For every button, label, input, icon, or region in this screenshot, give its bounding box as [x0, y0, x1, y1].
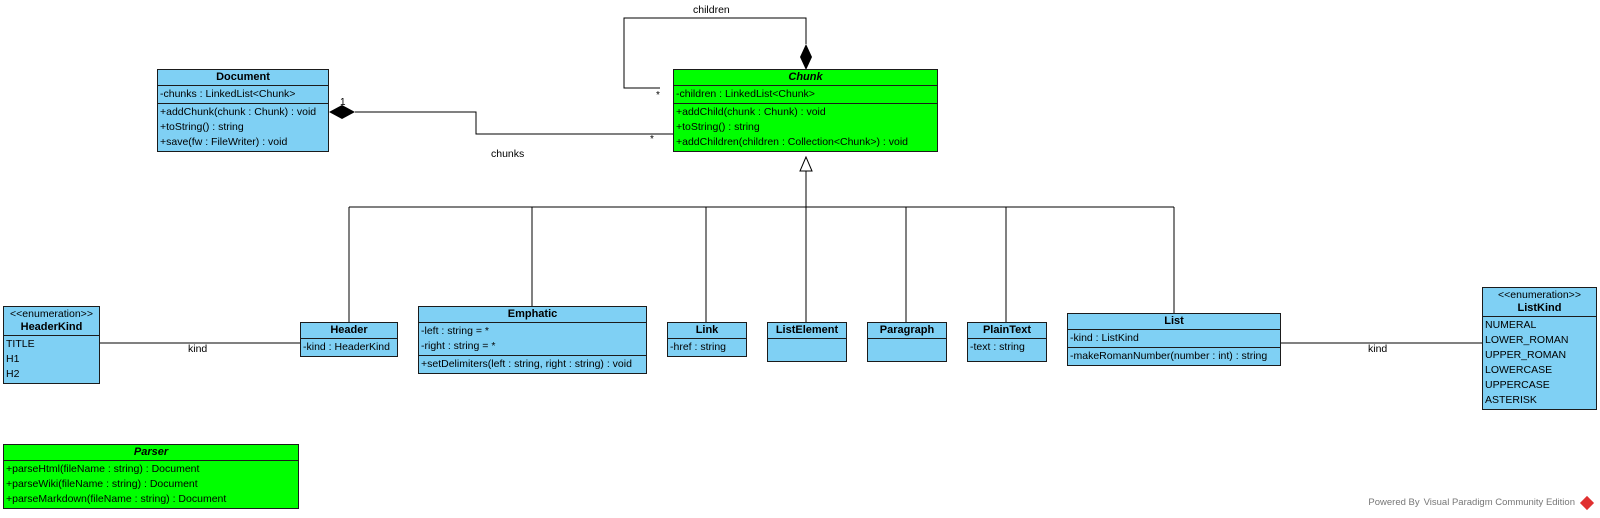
listkind-association-label: kind: [1368, 343, 1388, 355]
class-link[interactable]: Link -href : string: [667, 322, 747, 357]
chunks-composition-line: [355, 111, 673, 135]
class-emphatic-attributes: -left : string = * -right : string = *: [419, 322, 646, 355]
attribute: -children : LinkedList<Chunk>: [676, 88, 815, 100]
children-self-association: [623, 17, 807, 89]
class-listelement-attributes: [768, 338, 846, 355]
class-header-attributes: -kind : HeaderKind: [301, 338, 397, 356]
attribute: -chunks : LinkedList<Chunk>: [160, 88, 296, 100]
class-list-attributes: -kind : ListKind: [1068, 329, 1280, 347]
literal: ASTERISK: [1485, 394, 1537, 406]
literal: TITLE: [6, 338, 35, 350]
class-listelement-name: ListElement: [775, 324, 839, 336]
class-header[interactable]: Header -kind : HeaderKind: [300, 322, 398, 357]
class-link-attributes: -href : string: [668, 338, 746, 356]
class-parser-methods: +parseHtml(fileName : string) : Document…: [4, 460, 298, 508]
class-listelement[interactable]: ListElement: [767, 322, 847, 362]
class-paragraph-name: Paragraph: [879, 324, 935, 336]
class-plaintext-attributes: -text : string: [968, 338, 1046, 356]
enum-listkind-header: <<enumeration>> ListKind: [1483, 288, 1596, 316]
enum-headerkind-literals: TITLE H1 H2: [4, 335, 99, 383]
attribute: -left : string = *: [421, 325, 489, 337]
enum-headerkind-name: HeaderKind: [20, 321, 83, 333]
method: +addChildren(children : Collection<Chunk…: [676, 136, 909, 148]
class-paragraph-attributes: [868, 338, 946, 355]
visual-paradigm-logo-icon: [1579, 495, 1595, 510]
enum-headerkind-stereotype: <<enumeration>>: [10, 308, 93, 320]
class-emphatic[interactable]: Emphatic -left : string = * -right : str…: [418, 306, 647, 374]
class-chunk-header: Chunk: [674, 70, 937, 85]
literal: H2: [6, 368, 20, 380]
self-multiplicity: *: [656, 90, 660, 101]
method: +parseWiki(fileName : string) : Document: [6, 478, 198, 490]
literal: UPPER_ROMAN: [1485, 349, 1567, 361]
chunk-multiplicity: *: [650, 134, 654, 145]
attribute: -kind : HeaderKind: [303, 341, 390, 353]
enum-listkind-literals: NUMERAL LOWER_ROMAN UPPER_ROMAN LOWERCAS…: [1483, 316, 1596, 409]
class-document-name: Document: [216, 71, 270, 83]
powered-by-footer: Powered By Visual Paradigm Community Edi…: [1368, 495, 1595, 510]
enum-listkind[interactable]: <<enumeration>> ListKind NUMERAL LOWER_R…: [1482, 287, 1597, 410]
children-association-label: children: [693, 4, 730, 16]
literal: NUMERAL: [1485, 319, 1537, 331]
method: +toString() : string: [160, 121, 244, 133]
literal: LOWERCASE: [1485, 364, 1553, 376]
literal: UPPERCASE: [1485, 379, 1550, 391]
children-composition-diamond: [800, 44, 812, 70]
attribute: -text : string: [970, 341, 1025, 353]
attribute: -right : string = *: [421, 340, 496, 352]
class-list-methods: -makeRomanNumber(number : int) : string: [1068, 347, 1280, 365]
chunks-composition-diamond: [329, 105, 355, 119]
class-list[interactable]: List -kind : ListKind -makeRomanNumber(n…: [1067, 313, 1281, 366]
attribute: -href : string: [670, 341, 727, 353]
headerkind-association-label: kind: [188, 343, 208, 355]
literal: LOWER_ROMAN: [1485, 334, 1569, 346]
method: +addChunk(chunk : Chunk) : void: [160, 106, 317, 118]
attribute: -kind : ListKind: [1070, 332, 1139, 344]
method: +addChild(chunk : Chunk) : void: [676, 106, 826, 118]
class-parser-name: Parser: [133, 446, 169, 458]
class-chunk-attributes: -children : LinkedList<Chunk>: [674, 85, 937, 103]
powered-by-label: Powered By: [1368, 497, 1420, 508]
enum-headerkind[interactable]: <<enumeration>> HeaderKind TITLE H1 H2: [3, 306, 100, 384]
class-document-methods: +addChunk(chunk : Chunk) : void +toStrin…: [158, 103, 328, 151]
class-emphatic-methods: +setDelimiters(left : string, right : st…: [419, 355, 646, 373]
class-document-attributes: -chunks : LinkedList<Chunk>: [158, 85, 328, 103]
method: +save(fw : FileWriter) : void: [160, 136, 288, 148]
class-list-name: List: [1164, 315, 1184, 327]
class-header-name: Header: [330, 324, 368, 336]
class-chunk[interactable]: Chunk -children : LinkedList<Chunk> +add…: [673, 69, 938, 152]
enum-listkind-name: ListKind: [1517, 302, 1562, 314]
method: -makeRomanNumber(number : int) : string: [1070, 350, 1268, 362]
class-link-name: Link: [695, 324, 719, 336]
method: +toString() : string: [676, 121, 760, 133]
class-parser[interactable]: Parser +parseHtml(fileName : string) : D…: [3, 444, 299, 509]
class-emphatic-name: Emphatic: [507, 308, 558, 320]
enum-listkind-stereotype: <<enumeration>>: [1498, 289, 1581, 301]
method: +setDelimiters(left : string, right : st…: [421, 358, 632, 370]
method: +parseMarkdown(fileName : string) : Docu…: [6, 493, 227, 505]
class-document[interactable]: Document -chunks : LinkedList<Chunk> +ad…: [157, 69, 329, 152]
class-plaintext[interactable]: PlainText -text : string: [967, 322, 1047, 362]
literal: H1: [6, 353, 20, 365]
method: +parseHtml(fileName : string) : Document: [6, 463, 200, 475]
class-paragraph[interactable]: Paragraph: [867, 322, 947, 362]
class-chunk-name: Chunk: [788, 71, 823, 83]
chunks-association-label: chunks: [491, 148, 525, 160]
class-plaintext-name: PlainText: [982, 324, 1032, 336]
class-parser-header: Parser: [4, 445, 298, 460]
document-multiplicity: 1: [340, 97, 346, 108]
class-chunk-methods: +addChild(chunk : Chunk) : void +toStrin…: [674, 103, 937, 151]
generalization-arrowhead: [799, 155, 813, 172]
enum-headerkind-header: <<enumeration>> HeaderKind: [4, 307, 99, 335]
product-name: Visual Paradigm Community Edition: [1423, 497, 1575, 508]
